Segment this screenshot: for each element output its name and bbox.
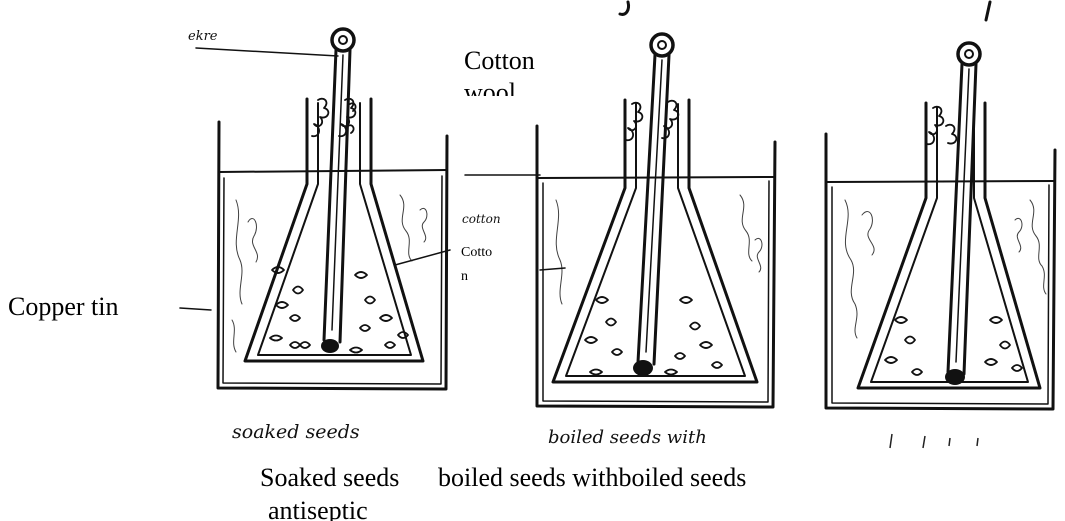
water-line-1 xyxy=(219,170,447,172)
flask-1-caption: Soaked seeds xyxy=(260,465,399,491)
thermometer-pointer-line xyxy=(196,48,338,56)
cotton-wool-3 xyxy=(927,107,956,145)
cotton-label-line2: n xyxy=(461,270,468,284)
flask-2-handwritten-caption: boiled seeds with xyxy=(548,429,707,447)
cotton-small-handwritten-label: cotton xyxy=(462,213,501,225)
apparatus-1 xyxy=(180,29,450,389)
flask-1 xyxy=(245,99,423,361)
copper-tin-pointer-line xyxy=(180,308,211,310)
cotton-wool-label-line2: wool xyxy=(464,80,516,96)
thermometer-handwritten-label: ekre xyxy=(188,30,217,43)
flask-2-3-caption: boiled seeds withboiled seeds xyxy=(438,465,746,491)
cotton-wool-label-clip: wool xyxy=(462,80,532,96)
flask-1-caption-line2-clip: antiseptic xyxy=(268,498,398,521)
flask-3-handwritten-marks xyxy=(880,432,1000,452)
apparatus-3 xyxy=(826,43,1055,409)
cotton-label-line1: Cotto xyxy=(461,246,492,260)
cotton-wool-label-line1: Cotton xyxy=(464,48,535,74)
seeds-3 xyxy=(885,317,1022,375)
flask-1-caption-line2: antiseptic xyxy=(268,498,368,521)
thermometer-3 xyxy=(945,43,980,385)
thermometer-1 xyxy=(321,29,354,353)
copper-tin-label: Copper tin xyxy=(8,294,119,320)
flask-1-handwritten-caption: soaked seeds xyxy=(232,423,360,442)
water-line-3 xyxy=(826,181,1055,182)
apparatus-2 xyxy=(537,34,775,407)
thermometer-2 xyxy=(633,34,673,376)
